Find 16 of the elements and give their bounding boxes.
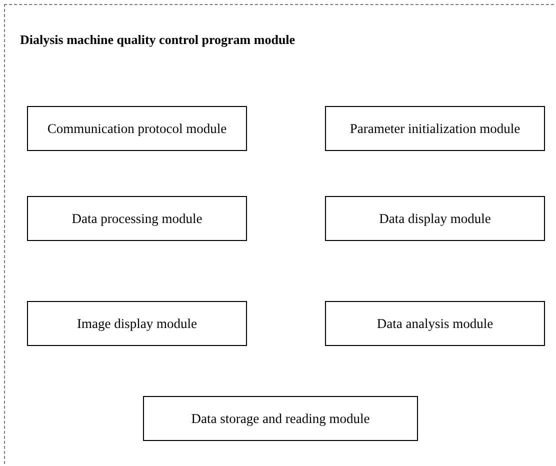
module-label: Data storage and reading module (191, 410, 370, 426)
module-box (27, 301, 247, 346)
module-label: Data display module (379, 210, 491, 226)
module-box (27, 196, 247, 241)
module-box (143, 396, 418, 441)
frame-title: Dialysis machine quality control program module (20, 32, 296, 48)
module-label: Data processing module (72, 210, 202, 226)
module-label: Communication protocol module (47, 120, 227, 136)
group-frame (4, 4, 556, 466)
module-box (325, 106, 545, 151)
module-box (325, 196, 545, 241)
module-label: Data analysis module (376, 316, 494, 332)
module-label: Image display module (77, 316, 197, 332)
module-box (325, 301, 545, 346)
module-box (27, 106, 247, 151)
module-label: Parameter initialization module (350, 120, 520, 136)
